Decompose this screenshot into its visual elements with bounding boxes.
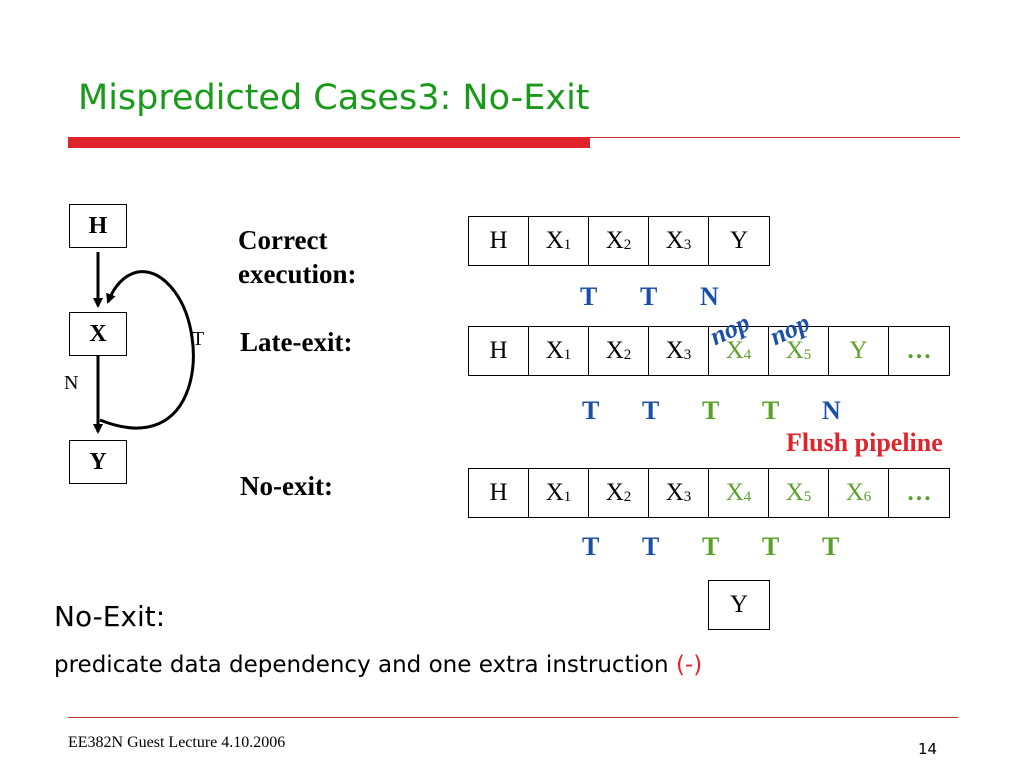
late-exit-outcome: T <box>702 396 720 425</box>
summary-body: predicate data dependency and one extra … <box>54 652 676 678</box>
late-exit-outcome: N <box>822 396 841 425</box>
late-exit-outcome: T <box>582 396 600 425</box>
no-exit-outcome: T <box>822 532 840 561</box>
late-exit-cell: Y <box>829 327 889 375</box>
flush-pipeline-note: Flush pipeline <box>786 428 943 457</box>
correct-outcome: T <box>580 282 598 311</box>
cfg-edge-label-t: T <box>192 328 205 350</box>
title-rule-thick <box>68 137 590 148</box>
no-exit-cell: … <box>906 479 932 506</box>
slide-title: Mispredicted Cases3: No-Exit <box>78 78 590 118</box>
summary-text: predicate data dependency and one extra … <box>54 652 702 678</box>
cfg-node-x: X <box>69 312 127 356</box>
correct-outcome: N <box>700 282 719 311</box>
no-exit-outcome: T <box>642 532 660 561</box>
footer-rule <box>68 717 958 718</box>
cfg-node-h: H <box>69 204 127 248</box>
no-exit-outcome: T <box>762 532 780 561</box>
correct-cell: H <box>469 217 529 265</box>
correct-outcome: T <box>640 282 658 311</box>
title-rule-thin <box>590 137 960 138</box>
late-exit-cell: H <box>469 327 529 375</box>
no-exit-outcome: T <box>582 532 600 561</box>
no-exit-trailing-cell: Y <box>708 580 770 630</box>
late-exit-outcome: T <box>642 396 660 425</box>
page-number: 14 <box>918 740 938 758</box>
late-exit-cell: … <box>906 337 932 364</box>
no-exit-cell: H <box>469 469 529 517</box>
label-late-exit: Late-exit: <box>240 327 353 357</box>
summary-marker: (-) <box>675 652 703 678</box>
cell-y: Y <box>729 591 749 618</box>
footer-text: EE382N Guest Lecture 4.10.2006 <box>68 734 286 751</box>
label-no-exit: No-exit: <box>240 471 333 501</box>
label-correct-line1: Correct <box>238 225 328 255</box>
edge-x-loop <box>99 270 195 430</box>
cfg-edge-label-n: N <box>64 372 79 394</box>
no-exit-outcome: T <box>702 532 720 561</box>
correct-cell: Y <box>729 227 749 254</box>
label-correct-line2: execution: <box>238 259 357 289</box>
late-exit-outcome: T <box>762 396 780 425</box>
summary-heading: No-Exit: <box>54 600 166 633</box>
cfg-node-y: Y <box>69 440 127 484</box>
